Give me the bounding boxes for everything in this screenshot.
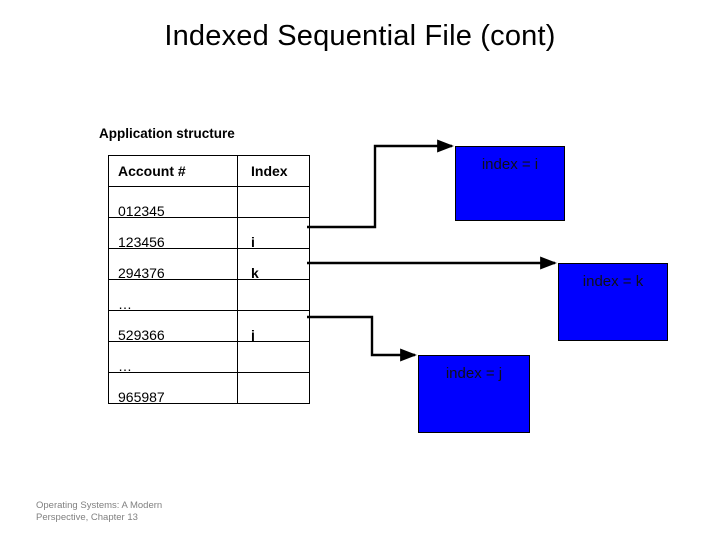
cell-account: 123456 bbox=[108, 217, 238, 249]
cell-account: 965987 bbox=[108, 372, 238, 404]
page-title: Indexed Sequential File (cont) bbox=[164, 20, 556, 52]
account-value: 123456 bbox=[118, 234, 165, 249]
cell-index bbox=[237, 341, 310, 373]
cell-index bbox=[237, 372, 310, 404]
cell-account: … bbox=[108, 341, 238, 373]
footer-citation: Operating Systems: A Modern Perspective,… bbox=[36, 500, 296, 524]
cell-index: i bbox=[237, 217, 310, 249]
account-value: … bbox=[118, 296, 133, 311]
table-row: 012345 bbox=[108, 186, 310, 218]
index-box-i-label: index = i bbox=[481, 156, 539, 173]
cell-account: 012345 bbox=[108, 186, 238, 218]
connector-to-index-i bbox=[307, 139, 454, 229]
account-value: 294376 bbox=[118, 265, 165, 280]
cell-account: 529366 bbox=[108, 310, 238, 342]
cell-index: j bbox=[237, 310, 310, 342]
header-cell-account: Account # bbox=[108, 155, 238, 187]
table-header-row: Account # Index bbox=[108, 155, 310, 187]
header-index-label: Index bbox=[251, 163, 288, 179]
index-box-j: index = j bbox=[418, 355, 530, 433]
account-value: 965987 bbox=[118, 389, 165, 404]
cell-account: … bbox=[108, 279, 238, 311]
table-row: 965987 bbox=[108, 372, 310, 404]
footer-line-1: Operating Systems: A Modern bbox=[36, 500, 163, 511]
cell-index bbox=[237, 186, 310, 218]
footer-line-2: Perspective, Chapter 13 bbox=[36, 512, 138, 523]
account-value: … bbox=[118, 358, 133, 373]
index-value: j bbox=[251, 327, 255, 342]
application-structure-label: Application structure bbox=[99, 126, 235, 141]
cell-index bbox=[237, 279, 310, 311]
cell-index: k bbox=[237, 248, 310, 280]
index-value: i bbox=[251, 234, 255, 249]
index-box-j-label: index = j bbox=[445, 365, 503, 382]
account-index-table: Account # Index 012345 123456 i bbox=[108, 155, 310, 404]
account-value: 012345 bbox=[118, 203, 165, 218]
table-row: 529366 j bbox=[108, 310, 310, 342]
index-box-k-label: index = k bbox=[582, 273, 644, 290]
table-row: 123456 i bbox=[108, 217, 310, 249]
header-cell-index: Index bbox=[237, 155, 310, 187]
index-box-k: index = k bbox=[558, 263, 668, 341]
index-value: k bbox=[251, 265, 259, 280]
table-row: 294376 k bbox=[108, 248, 310, 280]
cell-account: 294376 bbox=[108, 248, 238, 280]
header-account-label: Account # bbox=[118, 163, 186, 179]
connector-to-index-j bbox=[307, 315, 417, 362]
index-box-i: index = i bbox=[455, 146, 565, 221]
account-value: 529366 bbox=[118, 327, 165, 342]
table-row: … bbox=[108, 279, 310, 311]
table-row: … bbox=[108, 341, 310, 373]
